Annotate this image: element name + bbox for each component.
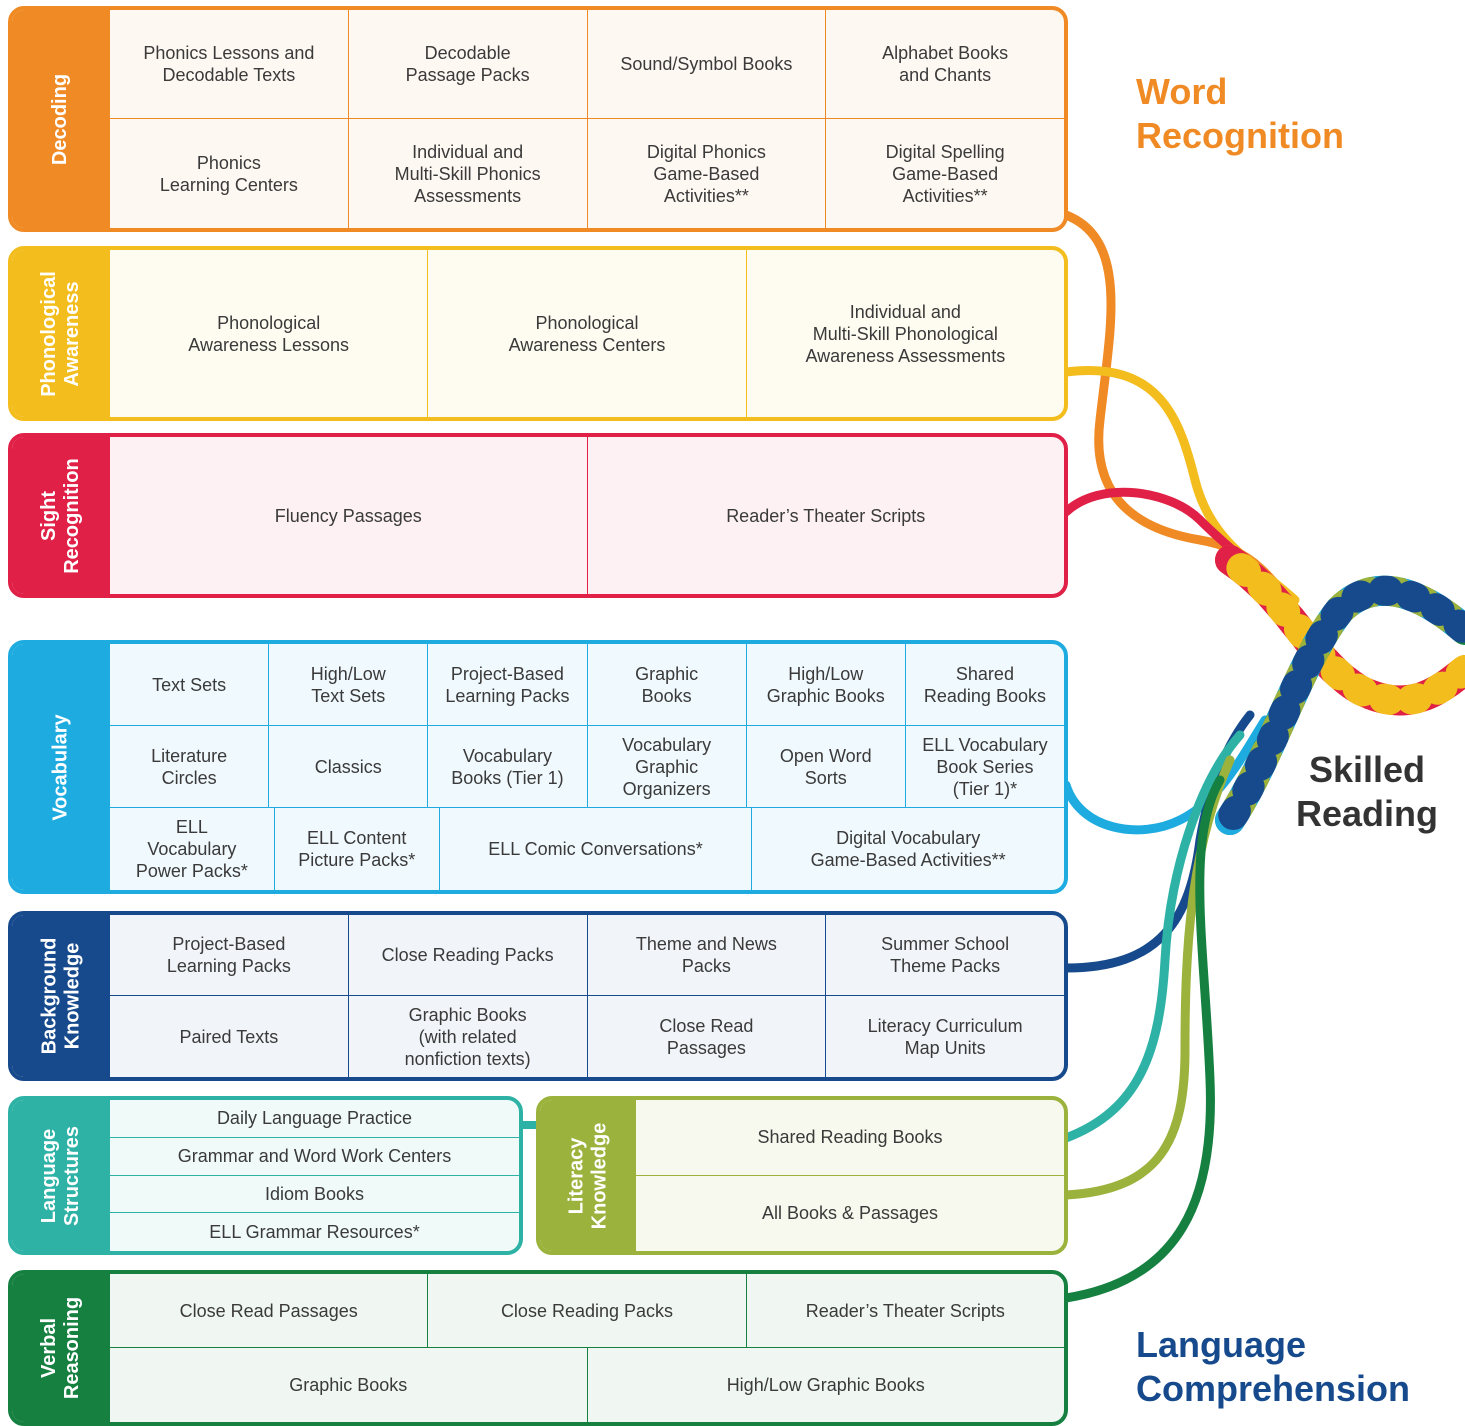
vocabulary-cell: Vocabulary Books (Tier 1) — [428, 726, 588, 808]
sight-label: Sight Recognition — [38, 457, 84, 574]
background-cell: Paired Texts — [110, 996, 349, 1077]
language-structures-cell: Daily Language Practice — [110, 1100, 519, 1138]
background-cell: Literacy Curriculum Map Units — [867, 1015, 1023, 1058]
vocabulary-cell: ELL Vocabulary Book Series (Tier 1)* — [905, 726, 1064, 808]
verbal-cell: Close Reading Packs — [428, 1274, 747, 1348]
vocabulary-strand — [1061, 715, 1270, 835]
background-knowledge-panel: Background Knowledge Project-Based Learn… — [8, 911, 1068, 1081]
language-structures-cell: ELL Grammar Resources* — [209, 1222, 420, 1243]
decoding-cell: Decodable Passage Packs — [348, 10, 588, 119]
decoding-cell: Phonics Learning Centers — [110, 119, 349, 228]
sight-label-bar: Sight Recognition — [12, 437, 110, 594]
background-cell: Theme and News Packs — [587, 915, 827, 996]
phonological-cell: Individual and Multi-Skill Phonological … — [805, 301, 1006, 366]
vocabulary-label: Vocabulary — [49, 713, 72, 821]
decoding-cell: Digital Phonics Game-Based Activities** — [588, 119, 827, 228]
decoding-cell: Sound/Symbol Books — [587, 10, 827, 119]
decoding-cell: Individual and Multi-Skill Phonics Asses… — [349, 119, 588, 228]
verbal-cell: Graphic Books — [110, 1348, 588, 1422]
vocabulary-cell: High/Low Text Sets — [269, 644, 429, 726]
verbal-cell: Close Read Passages — [110, 1274, 429, 1348]
language-structures-strand — [1061, 730, 1245, 1143]
vocabulary-cell: Digital Vocabulary Game-Based Activities… — [810, 828, 1006, 870]
language-structures-cell: Idiom Books — [110, 1176, 519, 1214]
background-label: Background Knowledge — [38, 937, 83, 1055]
decoding-panel: Decoding Phonics Lessons and Decodable T… — [8, 6, 1068, 232]
verbal-cell: High/Low Graphic Books — [726, 1375, 925, 1395]
verbal-label-bar: Verbal Reasoning — [12, 1274, 110, 1422]
language-structures-cell: Grammar and Word Work Centers — [110, 1138, 519, 1176]
literacy-cell: Shared Reading Books — [636, 1100, 1064, 1176]
decoding-cell: Alphabet Books and Chants — [826, 10, 1064, 119]
background-cell: Graphic Books (with related nonfiction t… — [349, 996, 588, 1077]
decoding-cell: Digital Spelling Game-Based Activities** — [885, 141, 1005, 206]
phonological-cell: Phonological Awareness Lessons — [110, 250, 429, 417]
vocabulary-cell: ELL Content Picture Packs* — [275, 808, 440, 890]
braided-rope — [1215, 545, 1465, 835]
vocabulary-cell: ELL Vocabulary Power Packs* — [110, 808, 275, 890]
sight-cell: Reader’s Theater Scripts — [726, 505, 926, 526]
phonological-cell: Phonological Awareness Centers — [428, 250, 747, 417]
background-cell: Close Reading Packs — [348, 915, 588, 996]
language-structures-panel: Language Structures Daily Language Pract… — [8, 1096, 523, 1255]
vocabulary-cell: Literature Circles — [110, 726, 270, 808]
verbal-strand — [1061, 775, 1225, 1303]
background-cell: Close Read Passages — [588, 996, 827, 1077]
verbal-cell: Reader’s Theater Scripts — [746, 1274, 1064, 1348]
vocabulary-cell: Text Sets — [110, 644, 270, 726]
phonological-awareness-panel: Phonological Awareness Phonological Awar… — [8, 246, 1068, 421]
decoding-cell: Phonics Lessons and Decodable Texts — [110, 10, 349, 119]
decoding-strand — [1061, 210, 1305, 625]
vocabulary-cell: Vocabulary Graphic Organizers — [587, 726, 747, 808]
language-structures-label: Language Structures — [38, 1125, 83, 1226]
sight-cell: Fluency Passages — [110, 437, 588, 594]
language-comprehension-heading: Language Comprehension — [1136, 1324, 1411, 1409]
background-label-bar: Background Knowledge — [12, 915, 110, 1077]
vocabulary-label-bar: Vocabulary — [12, 644, 110, 890]
vocabulary-cell: ELL Comic Conversations* — [440, 808, 753, 890]
literacy-label-bar: Literacy Knowledge — [540, 1100, 636, 1251]
background-cell: Project-Based Learning Packs — [110, 915, 349, 996]
vocabulary-cell: Project-Based Learning Packs — [428, 644, 588, 726]
literacy-cell: All Books & Passages — [761, 1203, 939, 1224]
phonological-label: Phonological Awareness — [38, 270, 83, 397]
literacy-knowledge-panel: Literacy Knowledge Shared Reading Books … — [536, 1096, 1068, 1255]
literacy-label: Literacy Knowledge — [565, 1122, 611, 1229]
vocabulary-cell: Shared Reading Books — [905, 644, 1064, 726]
word-recognition-heading: Word Recognition — [1136, 71, 1344, 156]
language-structures-connector — [521, 1121, 539, 1129]
verbal-reasoning-panel: Verbal Reasoning Close Read Passages Clo… — [8, 1270, 1068, 1426]
phonological-label-bar: Phonological Awareness — [12, 250, 110, 417]
vocabulary-panel: Vocabulary Text Sets High/Low Text Sets … — [8, 640, 1068, 894]
vocabulary-cell: Open Word Sorts — [746, 726, 906, 808]
verbal-label: Verbal Reasoning — [38, 1296, 83, 1400]
decoding-label: Decoding — [49, 73, 72, 165]
vocabulary-cell: High/Low Graphic Books — [746, 644, 906, 726]
vocabulary-cell: Classics — [269, 726, 429, 808]
language-structures-label-bar: Language Structures — [12, 1100, 110, 1251]
sight-recognition-panel: Sight Recognition Fluency Passages Reade… — [8, 433, 1068, 598]
background-cell: Summer School Theme Packs — [826, 915, 1064, 996]
decoding-label-bar: Decoding — [12, 10, 110, 228]
skilled-reading-heading: Skilled Reading — [1296, 749, 1439, 834]
vocabulary-cell: Graphic Books — [587, 644, 747, 726]
